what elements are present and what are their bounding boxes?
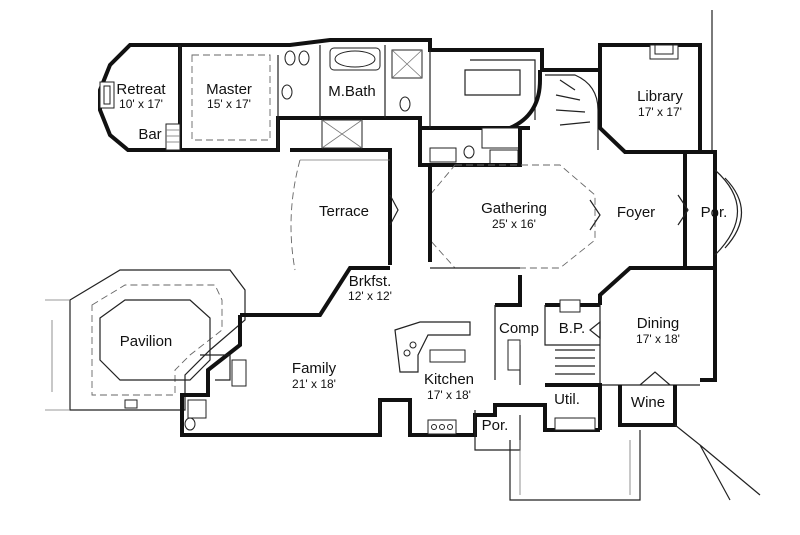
room-label-bp: B.P. bbox=[559, 320, 585, 337]
room-size-master: 15' x 17' bbox=[207, 97, 251, 111]
room-size-family: 21' x 18' bbox=[292, 377, 336, 391]
gathering-octagon bbox=[428, 164, 601, 269]
room-label-retreat: Retreat bbox=[116, 81, 166, 98]
room-label-foyer: Foyer bbox=[617, 204, 655, 221]
room-label-wine: Wine bbox=[631, 394, 665, 411]
room-label-library: Library bbox=[637, 88, 683, 105]
left-wing-walls bbox=[98, 38, 702, 160]
room-label-bar: Bar bbox=[138, 126, 161, 143]
room-size-dining: 17' x 18' bbox=[636, 332, 680, 346]
room-size-library: 17' x 17' bbox=[638, 105, 682, 119]
retreat-fireplace bbox=[99, 81, 181, 151]
room-size-brkfst: 12' x 12' bbox=[348, 289, 392, 303]
room-label-brkfst: Brkfst. bbox=[349, 273, 392, 290]
room-label-dining: Dining bbox=[637, 315, 680, 332]
room-label-porch-front: Por. bbox=[701, 204, 728, 221]
room-label-master: Master bbox=[206, 81, 252, 98]
room-label-terrace: Terrace bbox=[319, 203, 369, 220]
rear-porch bbox=[474, 410, 761, 501]
family-kitchen-walls bbox=[180, 266, 600, 437]
room-label-family: Family bbox=[292, 360, 337, 377]
room-label-util: Util. bbox=[554, 391, 580, 408]
pavilion bbox=[45, 269, 246, 411]
library-walls bbox=[598, 10, 713, 154]
room-size-gathering: 25' x 16' bbox=[492, 217, 536, 231]
room-label-kitchen: Kitchen bbox=[424, 371, 474, 388]
terrace bbox=[290, 159, 399, 271]
room-size-retreat: 10' x 17' bbox=[119, 97, 163, 111]
mbath-fixtures bbox=[281, 47, 423, 149]
room-label-pavilion: Pavilion bbox=[120, 333, 173, 350]
util-wine-walls bbox=[545, 371, 677, 431]
room-label-mbath: M.Bath bbox=[328, 83, 376, 100]
kitchen-fixtures bbox=[394, 321, 471, 435]
room-label-porch-rear: Por. bbox=[482, 417, 509, 434]
central-upper-block bbox=[418, 50, 599, 167]
room-label-comp: Comp bbox=[499, 320, 539, 337]
room-label-gathering: Gathering bbox=[481, 200, 547, 217]
room-size-kitchen: 17' x 18' bbox=[427, 388, 471, 402]
